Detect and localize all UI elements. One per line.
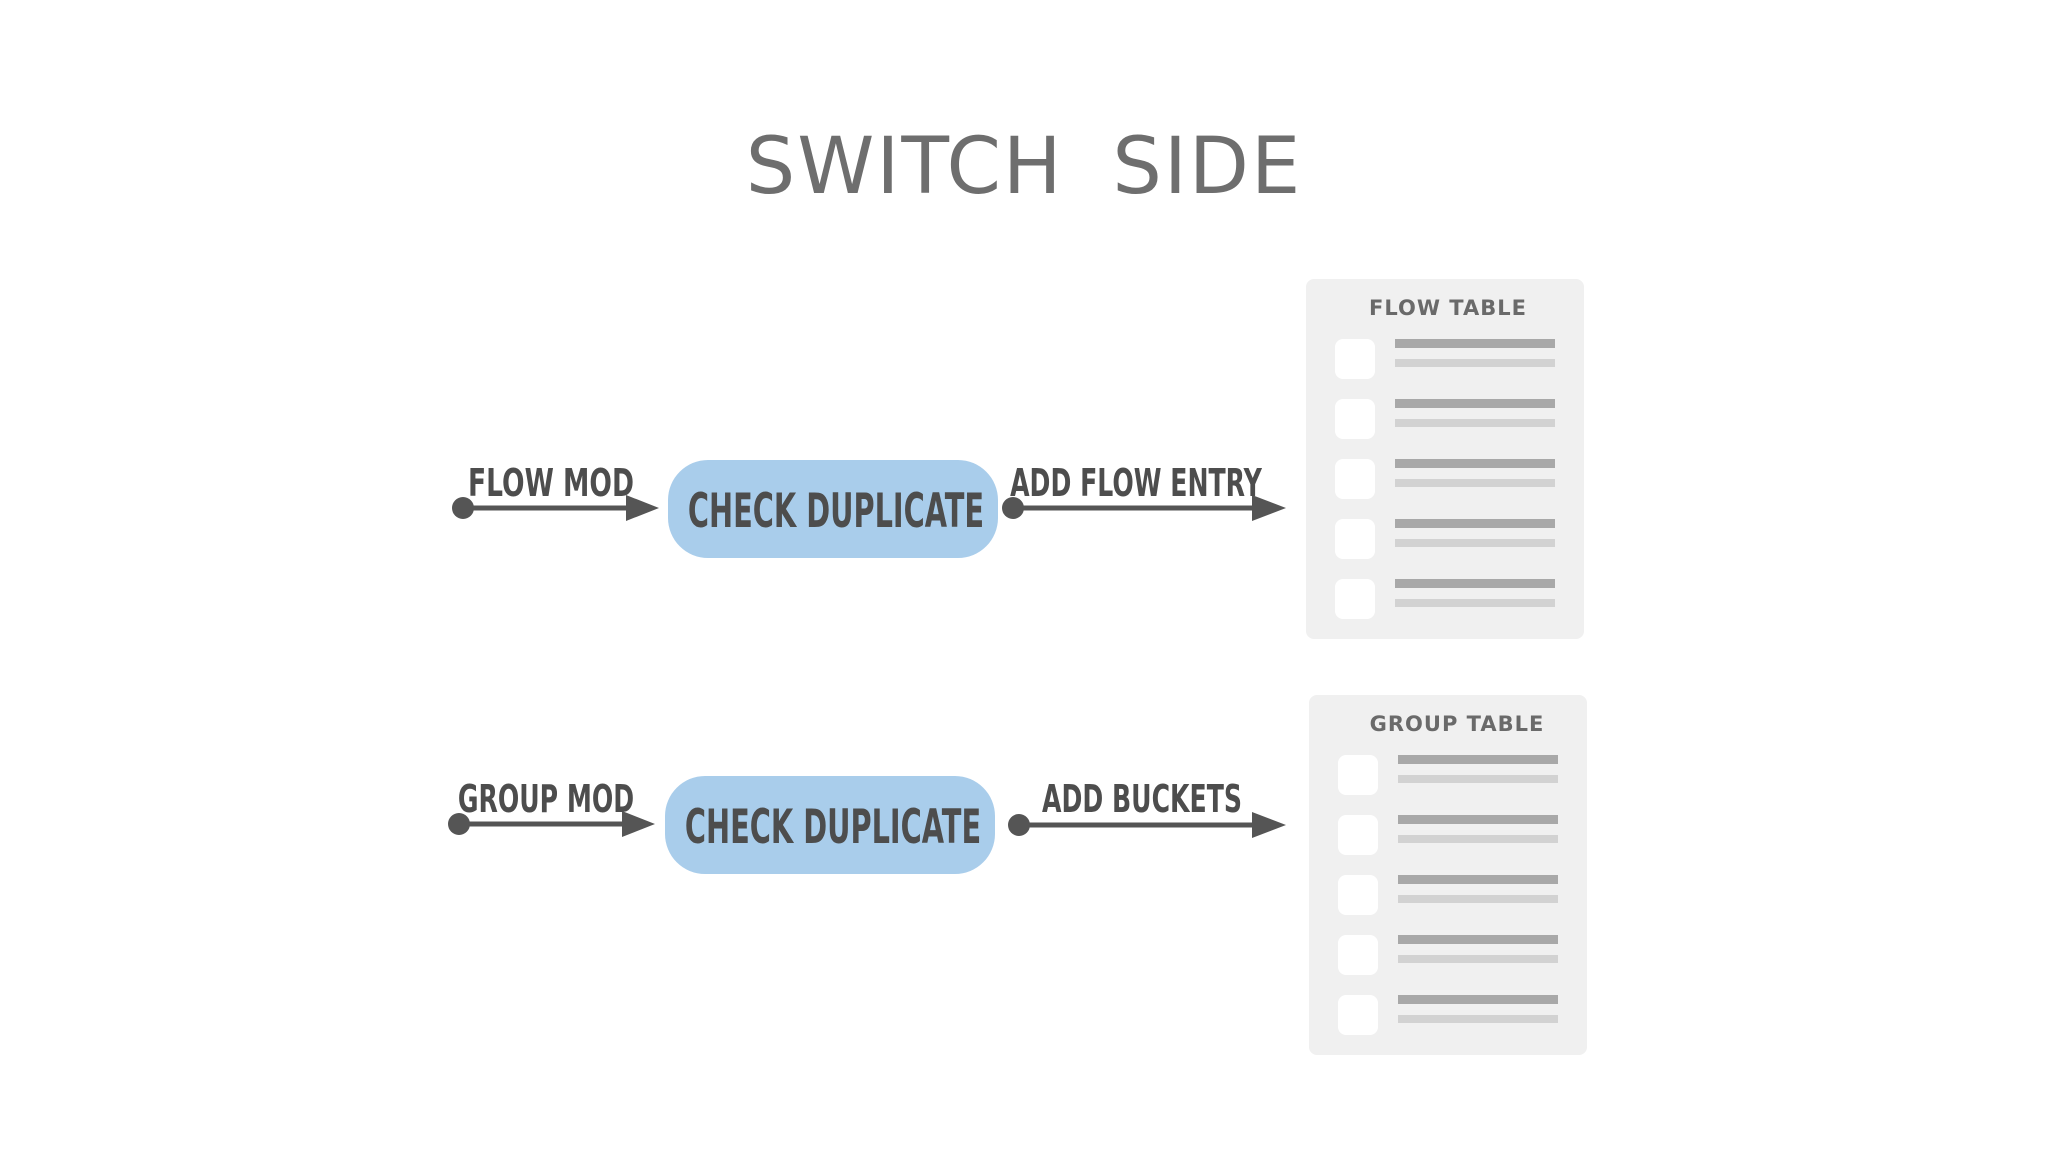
slide-title: SWITCH SIDE [745,122,1303,212]
table-row [1335,399,1555,439]
row-line-primary [1398,875,1558,884]
check-duplicate-label: CHECK DUPLICATE [688,485,984,539]
row-line-primary [1395,519,1555,528]
row-checkbox [1335,399,1375,439]
table-row [1338,995,1558,1035]
row-line-secondary [1395,359,1555,367]
row-line-secondary [1395,539,1555,547]
input-arrow-head [626,495,659,521]
row-checkbox [1335,339,1375,379]
row-checkbox [1338,875,1378,915]
row-checkbox [1338,755,1378,795]
row-checkbox [1335,519,1375,559]
row-line-primary [1398,995,1558,1004]
flow-table-rows [1335,339,1555,619]
table-row [1338,935,1558,975]
row-line-primary [1398,935,1558,944]
input-arrow [452,495,659,521]
output-arrow-head [1252,812,1286,838]
group-mod-label: GROUP MOD [458,777,634,822]
row-line-secondary [1398,955,1558,963]
group-table-rows [1338,755,1558,1035]
table-row [1335,459,1555,499]
row-checkbox [1338,935,1378,975]
flow-table-title: FLOW TABLE [1369,296,1527,320]
row-checkbox [1338,995,1378,1035]
row-line-primary [1398,815,1558,824]
row-line-primary [1398,755,1558,764]
row-line-secondary [1395,419,1555,427]
row-line-primary [1395,459,1555,468]
flow-mod-label: FLOW MOD [468,461,634,505]
table-row [1338,755,1558,795]
flow-table-card: FLOW TABLE [1306,279,1584,639]
check-duplicate-box [665,776,995,874]
table-row [1338,875,1558,915]
row-line-primary [1395,579,1555,588]
table-row [1335,579,1555,619]
row-line-primary [1395,399,1555,408]
group-row: GROUP MOD CHECK DUPLICATE ADD BUCKETS GR… [448,695,1587,1055]
row-line-secondary [1395,599,1555,607]
flow-row: FLOW MOD CHECK DUPLICATE ADD FLOW ENTRY … [452,279,1584,639]
row-line-secondary [1395,479,1555,487]
add-buckets-label: ADD BUCKETS [1042,777,1242,822]
input-arrow [448,811,655,837]
row-line-primary [1395,339,1555,348]
check-duplicate-label: CHECK DUPLICATE [685,801,981,855]
input-arrow-head [622,811,655,837]
group-table-card: GROUP TABLE [1309,695,1587,1055]
output-arrow-head [1252,495,1286,521]
row-checkbox [1338,815,1378,855]
output-arrow [1002,495,1286,521]
group-table-title: GROUP TABLE [1370,712,1545,736]
table-row [1335,519,1555,559]
row-line-secondary [1398,1015,1558,1023]
row-checkbox [1335,459,1375,499]
check-duplicate-box [668,460,998,558]
row-line-secondary [1398,835,1558,843]
table-row [1338,815,1558,855]
row-line-secondary [1398,775,1558,783]
row-checkbox [1335,579,1375,619]
add-flow-entry-label: ADD FLOW ENTRY [1010,461,1262,506]
output-arrow [1008,812,1286,838]
row-line-secondary [1398,895,1558,903]
table-row [1335,339,1555,379]
